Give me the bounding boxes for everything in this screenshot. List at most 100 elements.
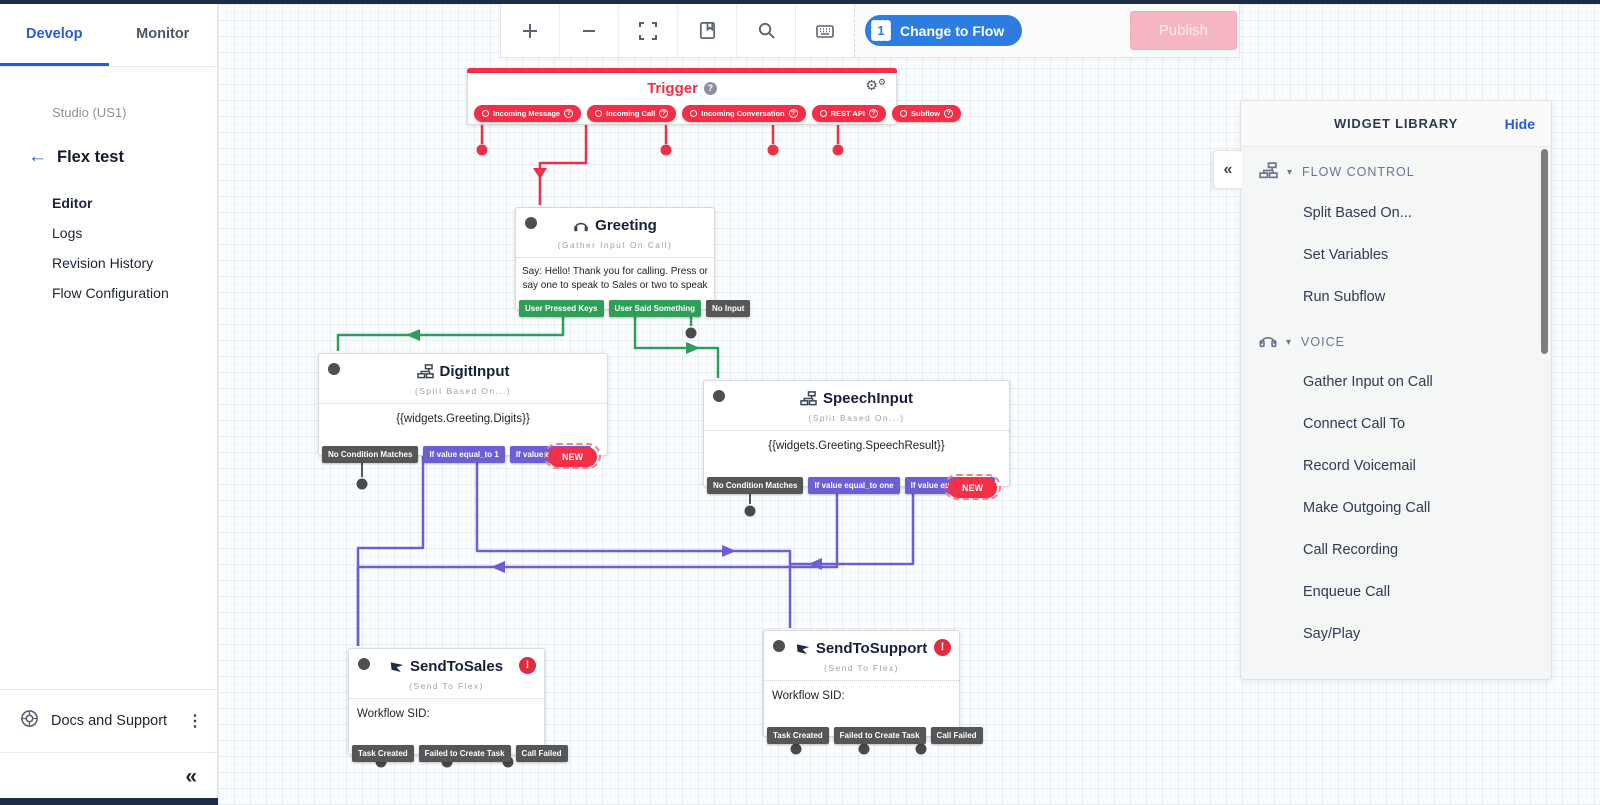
widget-type: (Split Based On...): [414, 386, 512, 396]
keyboard-shortcuts-button[interactable]: [796, 4, 855, 57]
divider: [349, 698, 544, 699]
docs-and-support-row[interactable]: Docs and Support ⋮: [0, 689, 217, 752]
new-transition-badge[interactable]: NEW: [944, 474, 1001, 500]
widget-library-title: WIDGET LIBRARY: [1333, 116, 1459, 131]
divider: [764, 680, 959, 681]
send-to-support-widget[interactable]: ! SendToSupport (Send To Flex) Workflow …: [763, 630, 983, 744]
tab-monitor[interactable]: Monitor: [136, 25, 190, 42]
zoom-out-button[interactable]: [560, 4, 619, 57]
transition-call-failed[interactable]: Call Failed: [930, 727, 983, 744]
fit-view-button[interactable]: [619, 4, 678, 57]
widget-library-item-record-voicemail[interactable]: Record Voicemail: [1303, 458, 1416, 474]
widget-library-button[interactable]: [678, 4, 737, 57]
divider: [516, 257, 714, 258]
widget-library-item-make-outgoing-call[interactable]: Make Outgoing Call: [1303, 500, 1431, 516]
widget-handle-dot: [773, 640, 785, 652]
section-label: FLOW CONTROL: [1302, 165, 1415, 179]
transition-task-created[interactable]: Task Created: [767, 727, 829, 744]
search-icon[interactable]: [737, 4, 796, 57]
transition-task-created[interactable]: Task Created: [352, 745, 414, 762]
widget-handle-dot: [358, 658, 370, 670]
error-icon[interactable]: !: [519, 657, 536, 674]
widget-type: (Send To Flex): [824, 663, 899, 673]
widget-library-scrollbar[interactable]: [1541, 149, 1548, 354]
trigger-transition-subflow[interactable]: Subflow?: [891, 105, 962, 122]
widget-body: Workflow SID:: [772, 690, 845, 702]
sidebar-item-revision-history[interactable]: Revision History: [52, 255, 154, 271]
help-icon: ?: [788, 109, 798, 118]
left-sidebar: Develop Monitor Studio (US1) ← Flex test…: [0, 4, 218, 805]
widget-title: DigitInput: [439, 363, 510, 380]
sidebar-item-editor[interactable]: Editor: [52, 195, 93, 211]
publish-button[interactable]: Publish: [1129, 11, 1237, 50]
widget-library-item-set-variables[interactable]: Set Variables: [1303, 247, 1389, 263]
widget-library-item-connect-call-to[interactable]: Connect Call To: [1303, 416, 1406, 432]
sidebar-footer: Docs and Support ⋮ «: [0, 689, 217, 805]
widget-handle-dot: [713, 390, 725, 402]
transition-no-input[interactable]: No Input: [705, 300, 751, 317]
transition-no-condition-matches[interactable]: No Condition Matches: [707, 477, 804, 494]
transition-equal-to-one[interactable]: If value equal_to one: [808, 477, 900, 494]
widget-body: {{widgets.Greeting.SpeechResult}}: [768, 440, 945, 452]
radio-icon: [690, 110, 698, 117]
widget-library-item-call-recording[interactable]: Call Recording: [1303, 542, 1399, 558]
transition-no-condition-matches[interactable]: No Condition Matches: [322, 446, 419, 463]
transition-failed-to-create-task[interactable]: Failed to Create Task: [418, 745, 511, 762]
widget-handle-dot: [525, 217, 537, 229]
zoom-in-button[interactable]: [501, 4, 560, 57]
life-ring-icon: [20, 709, 39, 733]
widget-body: Say: Hello! Thank you for calling. Press…: [521, 266, 708, 291]
speech-input-widget[interactable]: SpeechInput (Split Based On...) {{widget…: [703, 380, 1010, 500]
tab-develop[interactable]: Develop: [0, 4, 109, 66]
split-icon: [416, 364, 434, 379]
sidebar-item-flow-configuration[interactable]: Flow Configuration: [52, 285, 169, 301]
trigger-transition-incoming-call[interactable]: Incoming Call?: [587, 105, 677, 122]
gear-icon[interactable]: ⚙⚙: [865, 77, 886, 93]
widget-type: (Send To Flex): [409, 681, 484, 691]
widget-library-item-say-play[interactable]: Say/Play: [1303, 626, 1361, 642]
greeting-widget[interactable]: Greeting (Gather Input On Call) Say: Hel…: [515, 207, 751, 317]
widget-body: {{widgets.Greeting.Digits}}: [396, 413, 530, 425]
transition-user-said-something[interactable]: User Said Something: [608, 300, 701, 317]
transition-equal-to-1[interactable]: If value equal_to 1: [423, 446, 505, 463]
transition-failed-to-create-task[interactable]: Failed to Create Task: [833, 727, 926, 744]
split-icon: [1259, 162, 1278, 182]
error-icon[interactable]: !: [934, 639, 951, 656]
widget-library-item-enqueue-call[interactable]: Enqueue Call: [1303, 584, 1391, 600]
transition-user-pressed-keys[interactable]: User Pressed Keys: [519, 300, 604, 317]
send-to-sales-widget[interactable]: ! SendToSales (Send To Flex) Workflow SI…: [348, 648, 568, 762]
flow-name: Flex test: [57, 147, 124, 166]
docs-and-support-label: Docs and Support: [51, 713, 168, 729]
bottom-navy-strip: [0, 798, 218, 805]
hide-widget-library-button[interactable]: Hide: [1504, 115, 1535, 132]
transition-call-failed[interactable]: Call Failed: [515, 745, 568, 762]
widget-library-item-gather-input-on-call[interactable]: Gather Input on Call: [1303, 374, 1433, 390]
trigger-widget[interactable]: Trigger ? ⚙⚙ Incoming Message? Incoming …: [467, 68, 962, 125]
section-flow-control[interactable]: ▾ FLOW CONTROL: [1241, 147, 1551, 192]
kebab-menu-icon[interactable]: ⋮: [187, 713, 203, 730]
collapse-widget-library-icon[interactable]: «: [1213, 150, 1242, 189]
trigger-transition-incoming-message[interactable]: Incoming Message?: [474, 105, 582, 122]
help-icon: ?: [659, 109, 669, 118]
trigger-transition-incoming-conversation[interactable]: Incoming Conversation?: [682, 105, 806, 122]
radio-icon: [819, 110, 827, 117]
help-icon[interactable]: ?: [703, 82, 717, 95]
widget-library-item-run-subflow[interactable]: Run Subflow: [1303, 289, 1386, 305]
back-arrow-icon[interactable]: ←: [28, 146, 47, 167]
canvas-toolbar: 1 Change to Flow Publish: [500, 4, 1240, 58]
trigger-transition-rest-api[interactable]: REST API?: [811, 105, 886, 122]
flex-icon: [390, 660, 404, 674]
radio-icon: [899, 110, 907, 117]
change-to-flow-button[interactable]: 1 Change to Flow: [865, 15, 1023, 46]
new-transition-badge[interactable]: NEW: [544, 443, 601, 469]
help-icon: ?: [868, 109, 878, 118]
widget-type: (Split Based On...): [808, 413, 905, 423]
flex-icon: [796, 642, 810, 656]
sidebar-item-logs[interactable]: Logs: [52, 225, 83, 241]
radio-icon: [482, 110, 489, 117]
digit-input-widget[interactable]: DigitInput (Split Based On...) {{widgets…: [318, 353, 608, 469]
section-voice[interactable]: ▾ VOICE: [1241, 318, 1551, 361]
widget-library-item-split-based-on[interactable]: Split Based On...: [1303, 205, 1412, 221]
collapse-sidebar-icon[interactable]: «: [185, 765, 197, 788]
